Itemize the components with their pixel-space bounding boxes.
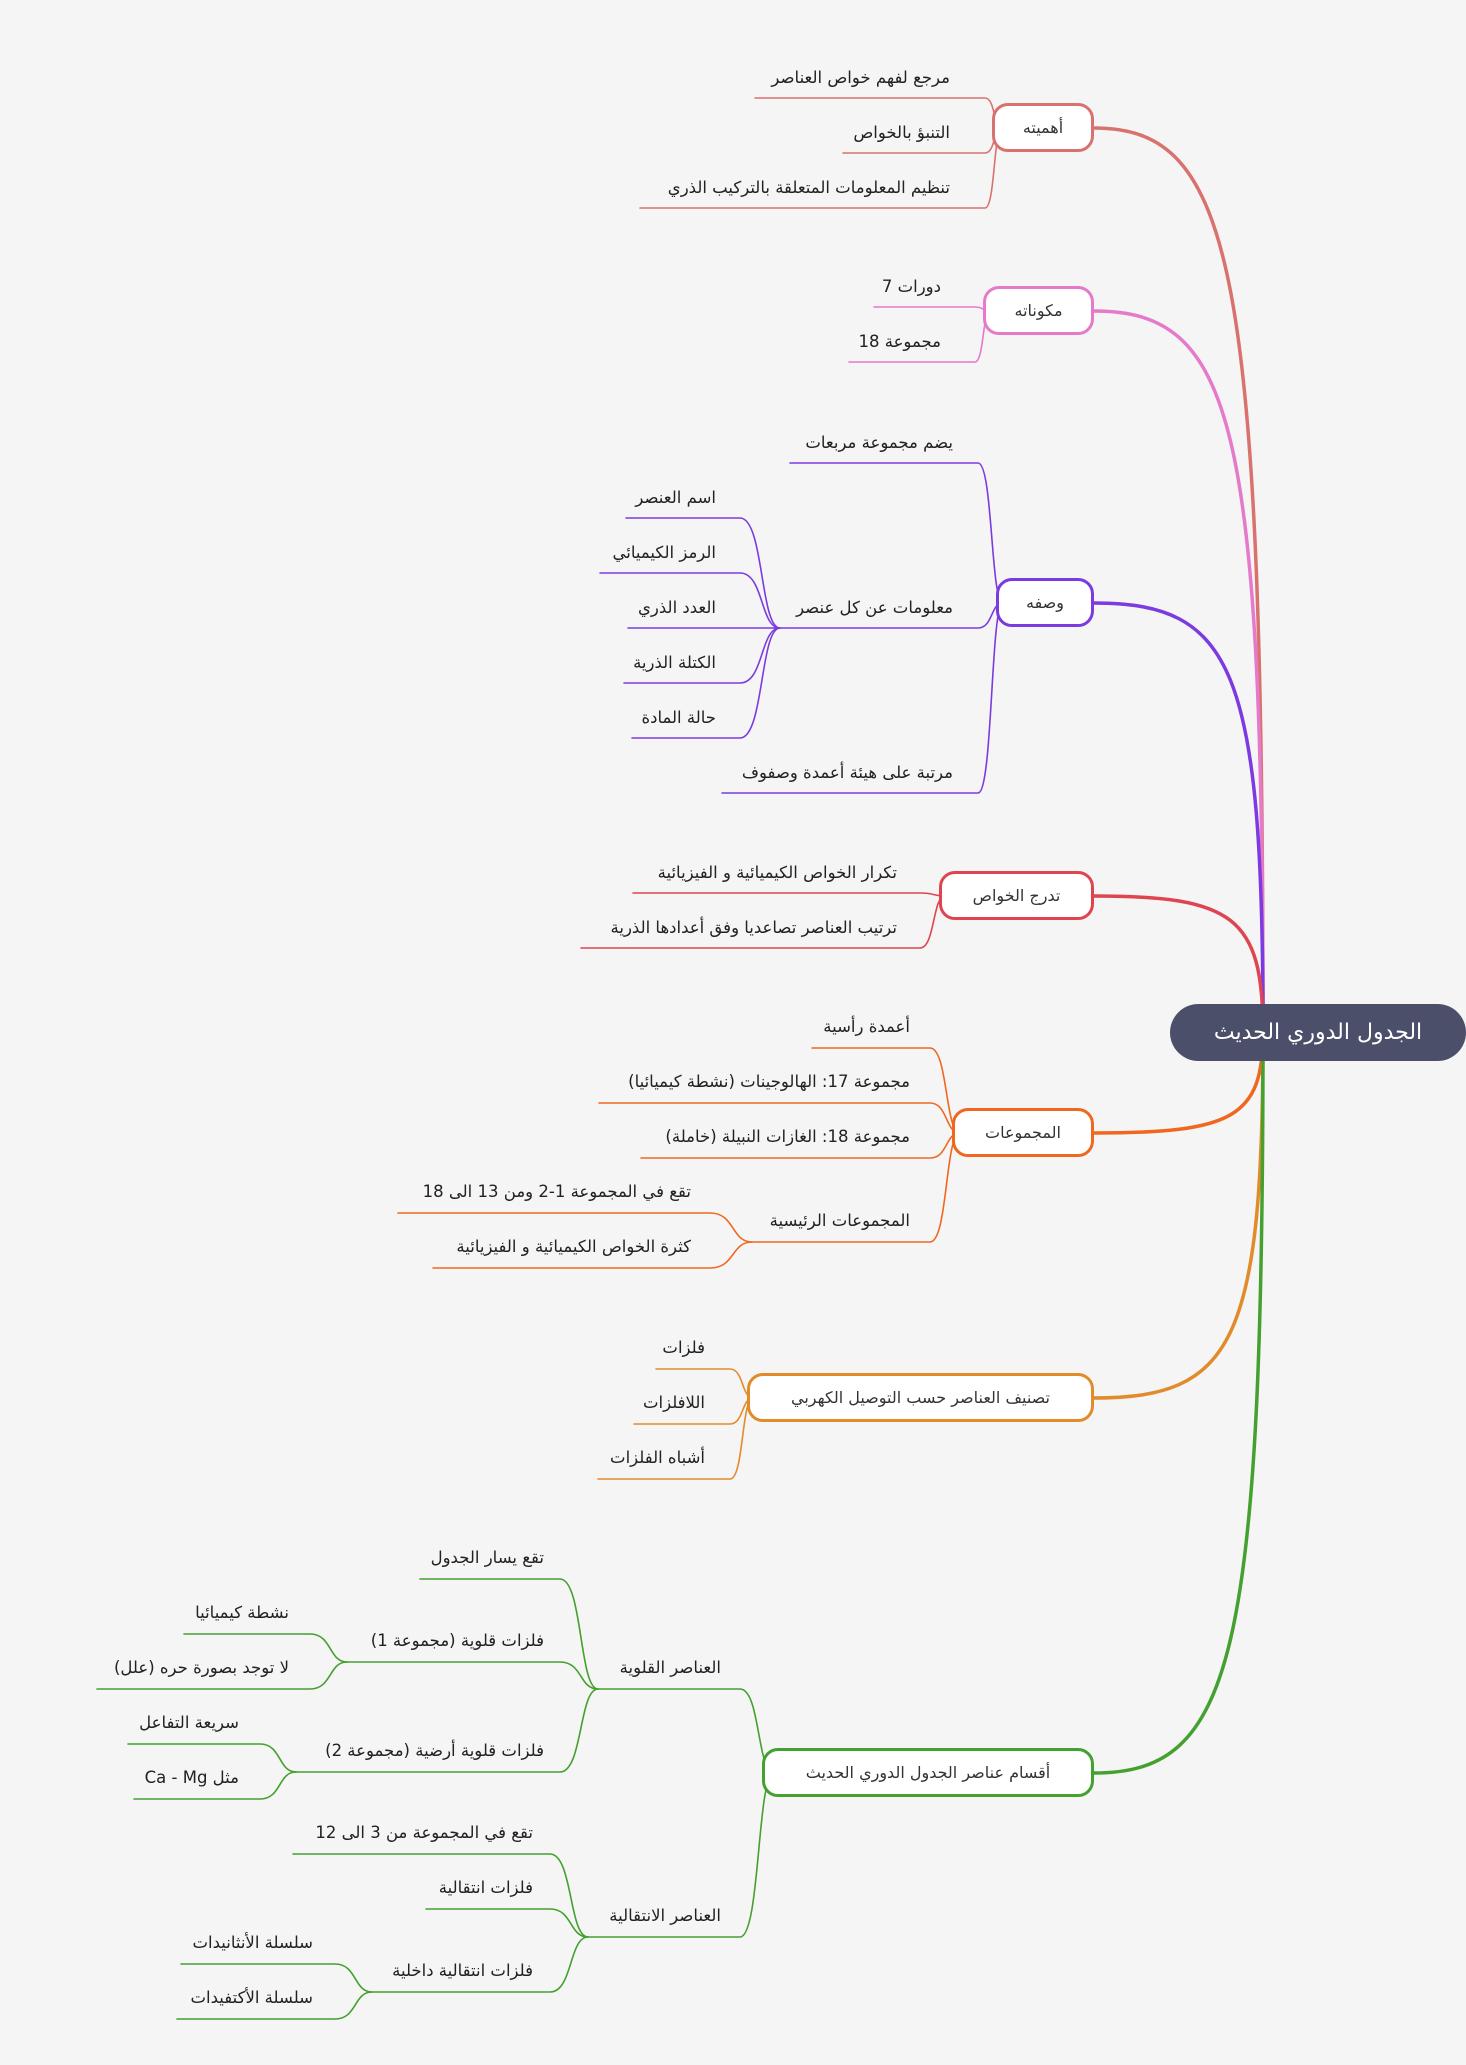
- line-trn-3: [371, 1936, 589, 1993]
- leaf-group1-2: لا توجد بصورة حره (علل): [113, 1658, 289, 1677]
- leaf-transition-2: فلزات انتقالية: [438, 1878, 533, 1897]
- leaf-inner-2: سلسلة الأكتفيدات: [190, 1988, 314, 2007]
- line-main-2: [432, 1241, 753, 1269]
- leaf-main-1: تقع في المجموعة 1-2 ومن 13 الى 18: [422, 1182, 691, 1201]
- leaf-classification-1: فلزات: [662, 1338, 705, 1357]
- line-info-4: [623, 627, 781, 684]
- link-description: [1092, 601, 1265, 1034]
- branch-description[interactable]: وصفه: [996, 578, 1094, 627]
- link-sections: [1092, 1030, 1265, 1775]
- branch-components[interactable]: مكوناته: [983, 286, 1094, 335]
- leaf-importance-3: تنظيم المعلومات المتعلقة بالتركيب الذري: [667, 178, 950, 197]
- branch-sections[interactable]: أقسام عناصر الجدول الدوري الحديث: [762, 1748, 1094, 1797]
- leaf-gradation-2: ترتيب العناصر تصاعديا وفق أعدادها الذرية: [610, 918, 898, 937]
- line-alk-2: [346, 1661, 599, 1690]
- leaf-alkaline-1: تقع يسار الجدول: [430, 1548, 544, 1567]
- leaf-transition-1: تقع في المجموعة من 3 الى 12: [315, 1823, 533, 1842]
- leaf-description-2: معلومات عن كل عنصر: [796, 598, 953, 617]
- line-sec-alk: [597, 1688, 775, 1774]
- leaf-components-1: دورات 7: [881, 277, 941, 296]
- line-info-1: [625, 517, 781, 629]
- line-desc-1: [789, 462, 1004, 604]
- leaf-importance-1: مرجع لفهم خواص العناصر: [771, 68, 950, 87]
- leaf-main-2: كثرة الخواص الكيميائية و الفيزيائية: [456, 1237, 691, 1256]
- leaf-groups-1: أعمدة رأسية: [823, 1017, 910, 1036]
- leaf-classification-3: أشباه الفلزات: [610, 1448, 705, 1467]
- line-trn-1: [292, 1853, 589, 1938]
- line-info-5: [631, 627, 781, 739]
- leaf-groups-2: مجموعة 17: الهالوجينات (نشطة كيميائيا): [628, 1072, 910, 1091]
- branch-groups[interactable]: المجموعات: [952, 1108, 1094, 1157]
- leaf-info-4: الكتلة الذرية: [633, 653, 716, 672]
- leaf-group2-2: مثل Ca - Mg: [144, 1768, 239, 1787]
- leaf-groups-3: مجموعة 18: الغازات النبيلة (خاملة): [665, 1127, 910, 1146]
- leaf-info-5: حالة المادة: [641, 708, 716, 727]
- node-transition: العناصر الانتقالية: [609, 1906, 721, 1925]
- leaf-groups-4: المجموعات الرئيسية: [769, 1211, 910, 1230]
- branch-importance[interactable]: أهميته: [992, 103, 1094, 152]
- line-main-1: [397, 1212, 753, 1243]
- line-trn-2: [425, 1908, 589, 1938]
- leaf-alkaline-2: فلزات قلوية (مجموعة 1): [370, 1631, 544, 1650]
- line-g1-1: [183, 1633, 348, 1663]
- leaf-importance-2: التنبؤ بالخواص: [853, 123, 950, 142]
- leaf-classification-2: اللافلزات: [642, 1393, 705, 1412]
- branch-classification[interactable]: تصنيف العناصر حسب التوصيل الكهربي: [747, 1373, 1094, 1422]
- line-grad-1: [632, 892, 946, 897]
- leaf-info-3: العدد الذري: [638, 598, 716, 617]
- line-in-1: [180, 1963, 373, 1993]
- line-g1-2: [96, 1661, 348, 1690]
- leaf-components-2: مجموعة 18: [858, 332, 942, 351]
- leaf-info-1: اسم العنصر: [635, 488, 716, 507]
- root-node[interactable]: الجدول الدوري الحديث: [1170, 1004, 1466, 1061]
- line-in-2: [176, 1991, 373, 2020]
- leaf-inner-1: سلسلة الأنثانيدات: [192, 1933, 313, 1952]
- link-components: [1092, 309, 1265, 1034]
- line-info-2: [599, 572, 781, 629]
- leaf-transition-3: فلزات انتقالية داخلية: [392, 1961, 533, 1980]
- branch-gradation[interactable]: تدرج الخواص: [939, 871, 1094, 920]
- leaf-group1-1: نشطة كيميائيا: [195, 1603, 289, 1622]
- link-classification: [1092, 1030, 1265, 1400]
- leaf-gradation-1: تكرار الخواص الكيميائية و الفيزيائية: [657, 863, 897, 882]
- leaf-group2-1: سريعة التفاعل: [139, 1713, 239, 1732]
- line-g2-2: [133, 1771, 297, 1800]
- line-alk-1: [419, 1578, 599, 1690]
- line-g2-1: [127, 1743, 297, 1773]
- leaf-info-2: الرمز الكيميائي: [612, 543, 717, 562]
- leaf-alkaline-3: فلزات قلوية أرضية (مجموعة 2): [325, 1741, 544, 1760]
- line-comp-1: [873, 306, 991, 312]
- line-alk-3: [295, 1688, 599, 1773]
- link-gradation: [1092, 894, 1265, 1034]
- leaf-description-3: مرتبة على هيئة أعمدة وصفوف: [741, 763, 953, 782]
- leaf-description-1: يضم مجموعة مربعات: [805, 433, 953, 452]
- node-alkaline: العناصر القلوية: [619, 1658, 721, 1677]
